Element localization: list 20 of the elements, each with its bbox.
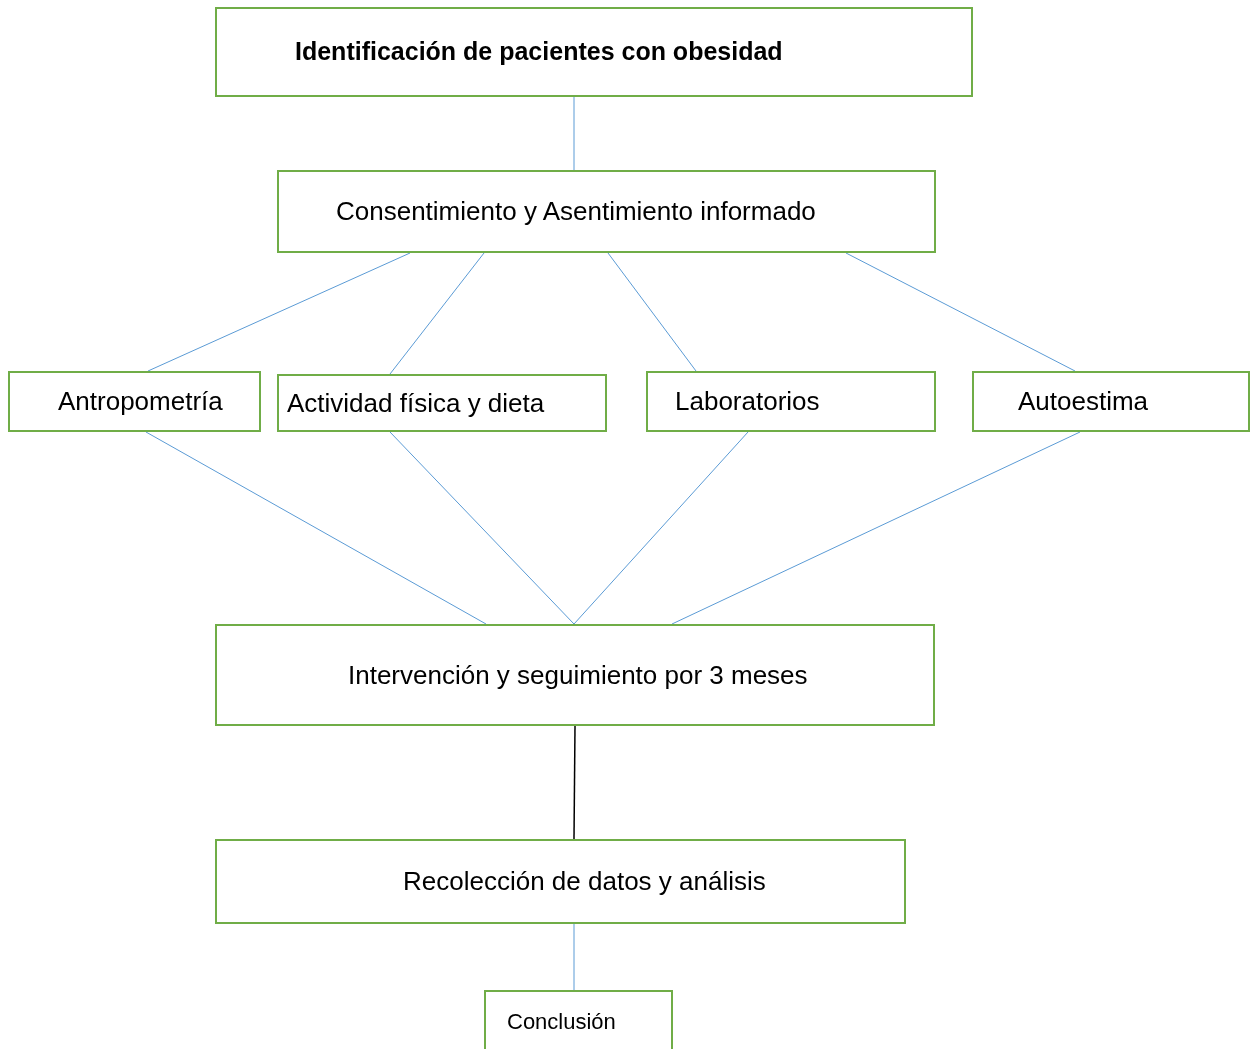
- connector-line: [671, 431, 1081, 625]
- process-box: Antropometría: [8, 371, 261, 432]
- connector-line: [607, 252, 697, 372]
- process-box: Autoestima: [972, 371, 1250, 432]
- connector-line: [389, 252, 485, 375]
- connector-line: [147, 252, 411, 372]
- process-box: Laboratorios: [646, 371, 936, 432]
- connector-line: [145, 431, 487, 625]
- process-box: Identificación de pacientes con obesidad: [215, 7, 973, 97]
- process-box: Actividad física y dieta: [277, 374, 607, 432]
- process-box: Consentimiento y Asentimiento informado: [277, 170, 936, 253]
- process-box: Intervención y seguimiento por 3 meses: [215, 624, 935, 726]
- connector-line: [573, 923, 575, 991]
- connector-line: [389, 431, 575, 625]
- connector-line: [573, 96, 575, 171]
- connector-line: [573, 431, 749, 625]
- connector-line: [573, 725, 576, 840]
- connector-line: [845, 252, 1076, 372]
- process-box: Recolección de datos y análisis: [215, 839, 906, 924]
- process-box: Conclusión: [484, 990, 673, 1049]
